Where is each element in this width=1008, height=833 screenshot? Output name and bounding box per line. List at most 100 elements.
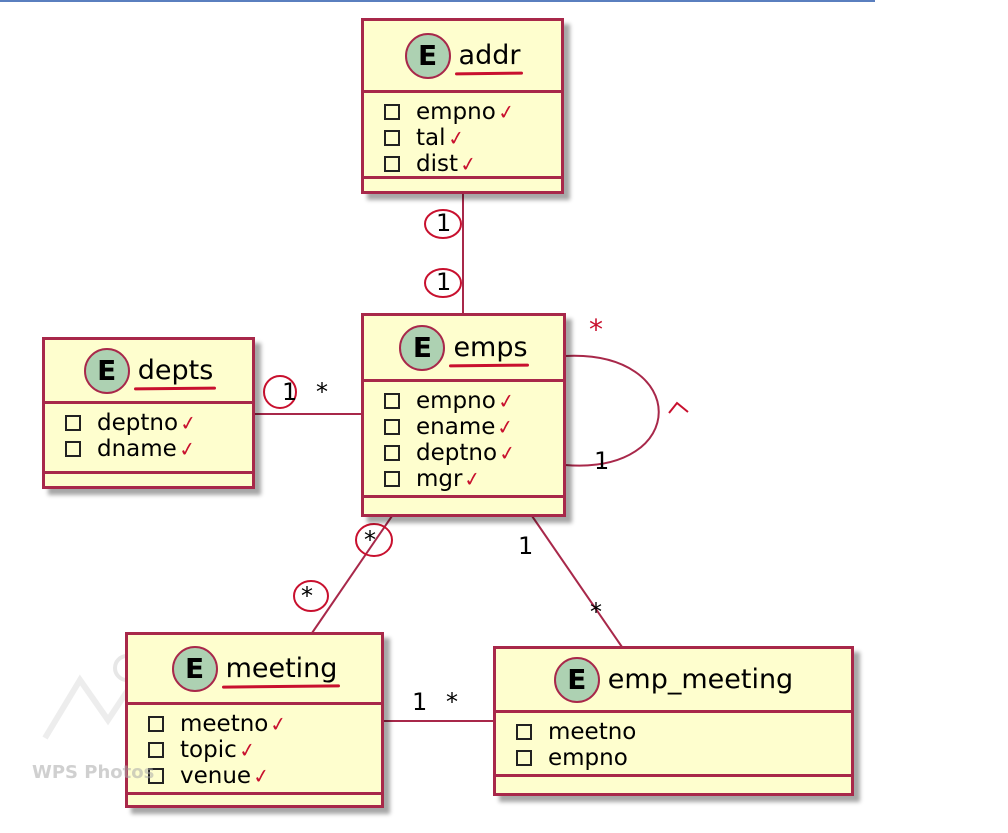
field-square-icon <box>384 445 400 461</box>
multiplicity-label: 1 <box>518 532 534 560</box>
field-row: dist✓ <box>384 151 561 177</box>
field-row: deptno✓ <box>384 440 563 466</box>
check-mark-icon: ✓ <box>445 124 466 152</box>
entity-e-badge-icon: E <box>171 645 218 692</box>
entity-fields: meetno✓ topic✓ venue✓ <box>128 705 381 795</box>
entity-addr[interactable]: E addr empno✓ tal✓ dist✓ <box>361 18 564 194</box>
field-row: meetno <box>516 719 851 745</box>
field-square-icon <box>65 415 81 431</box>
entity-title: emps <box>453 332 528 363</box>
field-row: ename✓ <box>384 414 563 440</box>
watermark-text: WPS Photos <box>32 762 155 783</box>
multiplicity-label: * <box>590 598 602 626</box>
entity-emp-meeting[interactable]: E emp_meeting meetno empno <box>493 646 854 796</box>
field-square-icon <box>384 419 400 435</box>
multiplicity-label: * <box>301 582 313 610</box>
multiplicity-label: 1 <box>282 378 298 406</box>
check-mark-icon: ✓ <box>177 435 198 463</box>
field-square-icon <box>384 130 400 146</box>
field-label: deptno <box>97 410 179 436</box>
field-label: topic <box>180 737 237 763</box>
multiplicity-label: 1 <box>594 447 610 475</box>
link-emps-empmeeting <box>531 515 623 648</box>
check-mark-icon: ✓ <box>268 710 289 738</box>
field-square-icon <box>516 724 532 740</box>
multiplicity-label: * <box>446 688 458 716</box>
entity-title: meeting <box>225 653 338 684</box>
field-row: deptno✓ <box>65 410 252 436</box>
multiplicity-label: 1 <box>412 688 428 716</box>
field-row: empno <box>516 745 851 771</box>
field-row: empno✓ <box>384 99 561 125</box>
multiplicity-label: 1 <box>436 209 452 237</box>
check-mark-icon: ✓ <box>495 413 516 441</box>
field-square-icon <box>148 768 164 784</box>
multiplicity-label: * <box>364 526 376 554</box>
entity-header: E addr <box>364 21 561 93</box>
check-mark-icon: ✓ <box>178 409 199 437</box>
field-label: dist <box>416 151 458 177</box>
multiplicity-label: * <box>316 378 328 406</box>
field-square-icon <box>384 156 400 172</box>
check-mark-icon: ✓ <box>458 150 479 178</box>
field-label: venue <box>180 763 252 789</box>
entity-header: E meeting <box>128 635 381 705</box>
self-arrow-mark <box>668 401 689 414</box>
check-mark-icon: ✓ <box>462 465 483 493</box>
field-label: empno <box>416 388 496 414</box>
entity-e-badge-icon: E <box>553 656 600 703</box>
field-label: meetno <box>548 719 637 745</box>
entity-fields: meetno empno <box>496 713 851 777</box>
field-label: empno <box>548 745 628 771</box>
field-row: dname✓ <box>65 436 252 462</box>
field-row: venue✓ <box>148 763 381 789</box>
entity-title: depts <box>137 355 214 386</box>
field-label: mgr <box>416 466 463 492</box>
entity-fields: deptno✓ dname✓ <box>45 404 252 474</box>
field-label: ename <box>416 414 496 440</box>
entity-title: addr <box>458 40 521 71</box>
annot-circle <box>355 523 393 557</box>
field-square-icon <box>384 471 400 487</box>
entity-title: emp_meeting <box>607 664 794 695</box>
field-square-icon <box>148 716 164 732</box>
entity-header: E depts <box>45 340 252 404</box>
field-square-icon <box>516 750 532 766</box>
top-border-line <box>0 0 875 2</box>
entity-meeting[interactable]: E meeting meetno✓ topic✓ venue✓ <box>125 632 384 808</box>
annot-circle <box>424 209 462 239</box>
field-label: dname <box>97 436 177 462</box>
field-row: meetno✓ <box>148 711 381 737</box>
annot-circle <box>424 268 462 298</box>
entity-emps[interactable]: E emps empno✓ ename✓ deptno✓ mgr✓ <box>361 313 566 517</box>
entity-e-badge-icon: E <box>83 347 130 394</box>
entity-fields: empno✓ ename✓ deptno✓ mgr✓ <box>364 382 563 498</box>
annot-circle <box>263 375 297 409</box>
field-square-icon <box>148 742 164 758</box>
entity-e-badge-icon: E <box>404 32 451 79</box>
annot-circle <box>293 580 329 612</box>
field-label: empno <box>416 99 496 125</box>
field-square-icon <box>384 104 400 120</box>
check-mark-icon: ✓ <box>496 98 517 126</box>
field-square-icon <box>65 441 81 457</box>
link-emps-self <box>564 354 660 467</box>
field-row: tal✓ <box>384 125 561 151</box>
field-label: meetno <box>180 711 269 737</box>
entity-header: E emps <box>364 316 563 382</box>
check-mark-icon: ✓ <box>251 762 272 790</box>
multiplicity-label: 1 <box>436 268 452 296</box>
entity-fields: empno✓ tal✓ dist✓ <box>364 93 561 179</box>
field-row: empno✓ <box>384 388 563 414</box>
entity-header: E emp_meeting <box>496 649 851 713</box>
field-label: deptno <box>416 440 498 466</box>
entity-e-badge-icon: E <box>399 324 446 371</box>
link-emps-meeting <box>311 515 393 634</box>
entity-depts[interactable]: E depts deptno✓ dname✓ <box>42 337 255 489</box>
field-label: tal <box>416 125 446 151</box>
field-square-icon <box>384 393 400 409</box>
check-mark-icon: ✓ <box>237 736 258 764</box>
field-row: topic✓ <box>148 737 381 763</box>
field-row: mgr✓ <box>384 466 563 492</box>
multiplicity-label: * <box>589 313 603 346</box>
